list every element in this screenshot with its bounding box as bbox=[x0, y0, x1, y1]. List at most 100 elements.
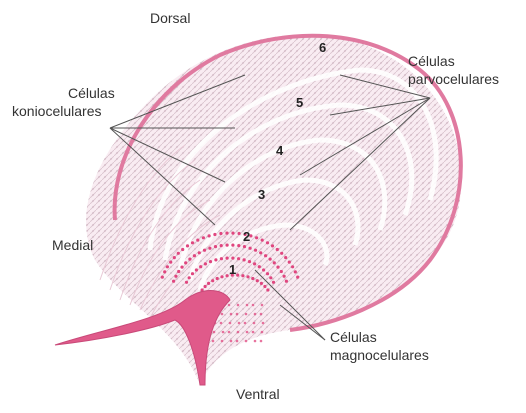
magno-dot bbox=[256, 279, 259, 282]
magno-dot bbox=[254, 313, 257, 316]
magno-dot bbox=[228, 304, 231, 307]
magno-dot bbox=[266, 288, 269, 291]
magno-dot bbox=[220, 257, 223, 260]
magno-dot bbox=[266, 272, 269, 275]
label-parvocelulares-line1: Células bbox=[408, 54, 455, 69]
magno-dot bbox=[260, 282, 263, 285]
magno-dot bbox=[195, 268, 198, 271]
magno-dot bbox=[186, 244, 189, 247]
magno-dot bbox=[225, 232, 228, 235]
magno-dot bbox=[204, 285, 207, 288]
magno-dot bbox=[221, 340, 224, 343]
magno-dot bbox=[209, 260, 212, 263]
magno-dot bbox=[231, 232, 234, 235]
magno-dot bbox=[230, 313, 233, 316]
magno-dot bbox=[216, 277, 219, 280]
magno-dot bbox=[203, 249, 206, 252]
magno-dot bbox=[212, 340, 215, 343]
layer-number-5: 5 bbox=[296, 95, 303, 110]
magno-dot bbox=[266, 241, 269, 244]
magno-dot bbox=[214, 245, 217, 248]
magno-dot bbox=[211, 279, 214, 282]
label-ventral: Ventral bbox=[236, 387, 280, 402]
magno-dot bbox=[236, 340, 239, 343]
magno-dot bbox=[253, 322, 256, 325]
label-magnocelulares-line1: Células bbox=[330, 330, 377, 345]
magno-dot bbox=[208, 234, 211, 237]
magno-dot bbox=[237, 257, 240, 260]
magno-dot bbox=[243, 258, 246, 261]
magno-dot bbox=[269, 276, 272, 279]
magno-dot bbox=[191, 272, 194, 275]
magno-dot bbox=[260, 313, 263, 316]
magno-dot bbox=[254, 340, 257, 343]
magno-dot bbox=[291, 265, 294, 268]
magno-dot bbox=[188, 276, 191, 279]
magno-dot bbox=[236, 274, 239, 277]
magno-dot bbox=[280, 252, 283, 255]
magno-dot bbox=[177, 270, 180, 273]
magno-dot bbox=[262, 268, 265, 271]
magno-dot bbox=[294, 270, 297, 273]
magno-dot bbox=[237, 244, 240, 247]
magno-dot bbox=[169, 261, 172, 264]
magno-dot bbox=[253, 262, 256, 265]
magno-dot bbox=[238, 232, 241, 235]
layer-number-4: 4 bbox=[276, 143, 283, 158]
magno-dot bbox=[244, 322, 247, 325]
magno-dot bbox=[188, 258, 191, 261]
magno-dot bbox=[271, 244, 274, 247]
magno-dot bbox=[163, 270, 166, 273]
label-dorsal: Dorsal bbox=[150, 11, 190, 26]
magno-dot bbox=[296, 276, 299, 279]
magno-dot bbox=[173, 256, 176, 259]
magno-dot bbox=[229, 322, 232, 325]
magno-dot bbox=[246, 331, 249, 334]
label-parvocelulares-line2: parvocelulares bbox=[408, 72, 499, 87]
magno-dot bbox=[238, 322, 241, 325]
layer-number-6: 6 bbox=[319, 40, 326, 55]
magno-dot bbox=[184, 261, 187, 264]
magno-dot bbox=[172, 280, 175, 283]
magno-dot bbox=[204, 262, 207, 265]
magno-dot bbox=[276, 266, 279, 269]
label-magnocelulares-line2: magnocelulares bbox=[330, 348, 429, 363]
magno-dot bbox=[193, 254, 196, 257]
label-koniocelulares-line1: Células bbox=[68, 86, 115, 101]
magno-dot bbox=[259, 251, 262, 254]
magno-dot bbox=[226, 244, 229, 247]
magno-dot bbox=[246, 275, 249, 278]
magno-dot bbox=[283, 275, 286, 278]
magno-dot bbox=[269, 258, 272, 261]
magno-dot bbox=[177, 252, 180, 255]
magno-dot bbox=[236, 313, 239, 316]
magno-dot bbox=[199, 265, 202, 268]
magno-dot bbox=[249, 247, 252, 250]
magno-dot bbox=[241, 274, 244, 277]
magno-dot bbox=[196, 239, 199, 242]
magno-dot bbox=[245, 313, 248, 316]
magno-dot bbox=[231, 257, 234, 260]
magno-dot bbox=[264, 254, 267, 257]
magno-dot bbox=[222, 331, 225, 334]
magno-dot bbox=[252, 331, 255, 334]
magno-dot bbox=[288, 261, 291, 264]
magno-dot bbox=[185, 281, 188, 284]
magno-dot bbox=[263, 285, 266, 288]
magno-dot bbox=[202, 236, 205, 239]
magno-dot bbox=[219, 232, 222, 235]
magno-dot bbox=[255, 236, 258, 239]
label-medial: Medial bbox=[52, 238, 93, 253]
magno-dot bbox=[246, 304, 249, 307]
magno-dot bbox=[261, 239, 264, 242]
magno-dot bbox=[226, 257, 229, 260]
magno-dot bbox=[207, 282, 210, 285]
magno-dot bbox=[252, 304, 255, 307]
magno-dot bbox=[261, 331, 264, 334]
magno-dot bbox=[214, 258, 217, 261]
magno-dot bbox=[181, 248, 184, 251]
magno-dot bbox=[198, 251, 201, 254]
magno-dot bbox=[251, 277, 254, 280]
magno-dot bbox=[220, 244, 223, 247]
